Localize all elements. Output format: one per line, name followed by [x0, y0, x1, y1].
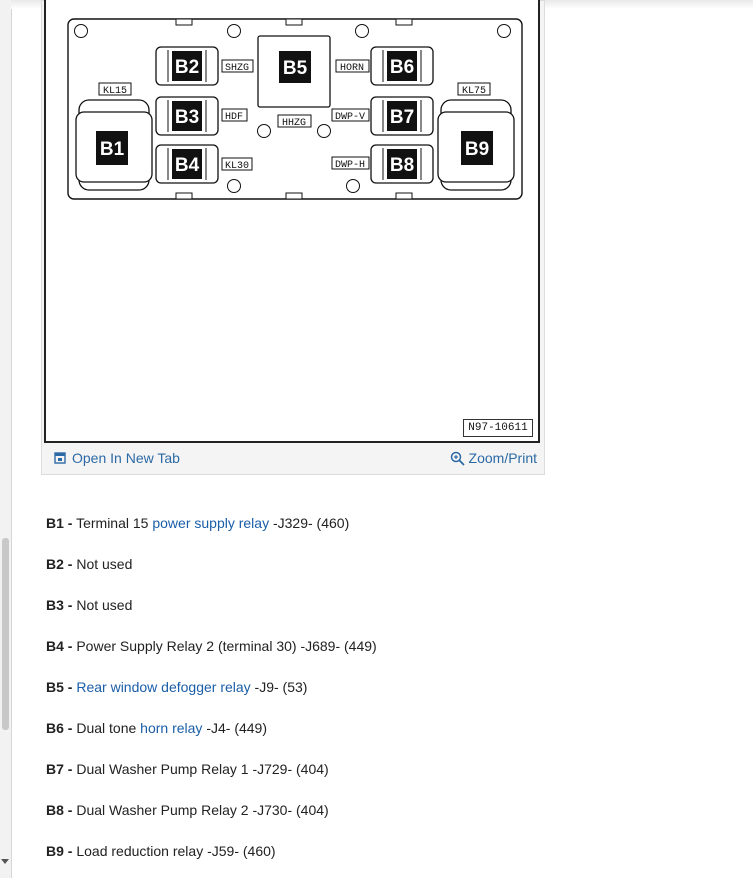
mount-hole — [346, 179, 360, 193]
figure-frame: B1 B9 B5 B2 B3 — [44, 0, 540, 443]
open-new-tab-icon — [54, 452, 66, 464]
mount-hole — [355, 24, 369, 38]
mount-hole — [257, 124, 271, 138]
relay-b1-label: B1 — [100, 139, 125, 160]
tab — [285, 192, 303, 200]
svg-text:DWP-H: DWP-H — [335, 160, 365, 171]
relay-b3: B3 — [155, 96, 219, 136]
svg-text:HORN: HORN — [340, 63, 364, 74]
tag-hdf: HDF — [221, 108, 248, 123]
legend-item-b5: B5 - Rear window defogger relay -J9- (53… — [46, 679, 308, 695]
figure-actions: Open In New Tab Zoom/Print — [45, 447, 541, 473]
mount-hole — [74, 24, 88, 38]
relay-b8-label: B8 — [390, 155, 414, 176]
open-in-new-tab-label: Open In New Tab — [72, 450, 180, 466]
relay-b7-label: B7 — [390, 107, 414, 128]
legend-item-b3: B3 - Not used — [46, 597, 133, 613]
tab — [395, 192, 413, 200]
mount-hole — [227, 179, 241, 193]
legend-item-b9: B9 - Load reduction relay -J59- (460) — [46, 843, 276, 859]
scrollbar-thumb[interactable] — [2, 538, 9, 730]
zoom-print-label: Zoom/Print — [468, 450, 537, 466]
svg-text:HDF: HDF — [225, 112, 243, 123]
relay-b9-label: B9 — [465, 139, 489, 160]
relay-b9: B9 — [437, 99, 515, 191]
relay-b6-label: B6 — [390, 57, 414, 78]
tag-shzg: SHZG — [221, 59, 254, 74]
relay-b6: B6 — [370, 46, 434, 86]
relay-b1: B1 — [75, 99, 153, 191]
horn-relay-link[interactable]: horn relay — [140, 720, 203, 736]
relay-b3-label: B3 — [175, 107, 199, 128]
relay-panel-diagram: B1 B9 B5 B2 B3 — [67, 18, 523, 200]
svg-text:DWP-V: DWP-V — [335, 112, 365, 123]
svg-text:KL15: KL15 — [103, 86, 127, 97]
relay-b8: B8 — [370, 144, 434, 184]
relay-b2: B2 — [155, 46, 219, 86]
legend-item-b7: B7 - Dual Washer Pump Relay 1 -J729- (40… — [46, 761, 329, 777]
open-in-new-tab-link[interactable]: Open In New Tab — [54, 450, 180, 466]
tag-kl30: KL30 — [221, 157, 253, 172]
tab — [175, 18, 193, 26]
relay-b5-label: B5 — [283, 58, 308, 79]
scroll-down-arrow-icon[interactable] — [1, 859, 9, 864]
tag-dwp-v: DWP-V — [331, 108, 370, 123]
mount-hole — [497, 24, 511, 38]
svg-text:KL30: KL30 — [225, 161, 249, 172]
tag-horn: HORN — [335, 59, 370, 74]
tag-kl75: KL75 — [457, 82, 491, 97]
tag-dwp-h: DWP-H — [331, 156, 370, 171]
relay-b4: B4 — [155, 144, 219, 184]
left-scrollbar[interactable] — [0, 0, 12, 878]
svg-text:HHZG: HHZG — [282, 118, 306, 129]
relay-b2-label: B2 — [175, 57, 199, 78]
relay-b4-label: B4 — [175, 155, 200, 176]
mount-hole — [227, 24, 241, 38]
svg-text:SHZG: SHZG — [225, 63, 249, 74]
relay-b5: B5 — [257, 35, 331, 108]
legend-item-b1: B1 - Terminal 15 power supply relay -J32… — [46, 515, 350, 531]
zoom-in-icon — [450, 451, 465, 466]
tab — [285, 18, 303, 26]
tab — [395, 18, 413, 26]
legend-item-b8: B8 - Dual Washer Pump Relay 2 -J730- (40… — [46, 802, 329, 818]
tag-hhzg: HHZG — [277, 114, 312, 129]
tab — [175, 192, 193, 200]
zoom-print-link[interactable]: Zoom/Print — [450, 450, 537, 466]
tag-kl15: KL15 — [98, 82, 132, 97]
legend-item-b2: B2 - Not used — [46, 556, 133, 572]
figure-id: N97-10611 — [463, 419, 533, 437]
mount-hole — [317, 124, 331, 138]
relay-b7: B7 — [370, 96, 434, 136]
legend-item-b6: B6 - Dual tone horn relay -J4- (449) — [46, 720, 268, 736]
legend-item-b4: B4 - Power Supply Relay 2 (terminal 30) … — [46, 638, 377, 654]
svg-text:KL75: KL75 — [462, 86, 486, 97]
rear-window-defogger-relay-link[interactable]: Rear window defogger relay — [76, 679, 251, 695]
power-supply-relay-link[interactable]: power supply relay — [152, 515, 270, 531]
